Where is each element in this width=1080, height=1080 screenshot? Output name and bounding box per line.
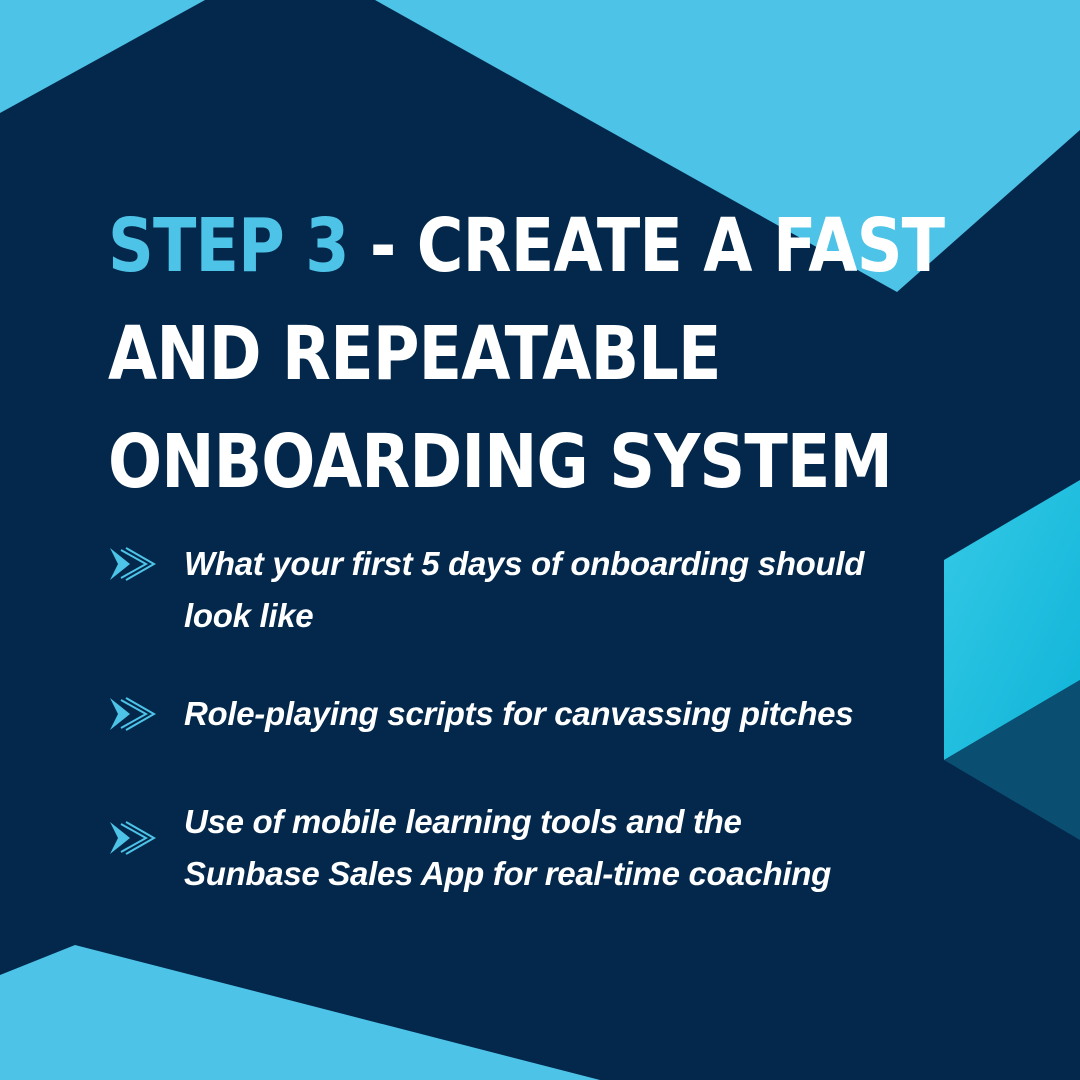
top-right-light-shape (375, 0, 1080, 292)
right-light-shape (944, 480, 1080, 760)
top-left-light-shape (0, 0, 205, 113)
title-line-1: CREATE A FAST (416, 203, 945, 289)
double-chevron-right-icon (110, 821, 157, 855)
list-item-line: Use of mobile learning tools and the (184, 803, 742, 840)
title-line-2: AND REPEATABLE (108, 311, 721, 397)
page-title: STEP 3 - CREATE A FAST AND REPEATABLE ONBO… (108, 192, 945, 516)
list-item-line: Sunbase Sales App for real-time coaching (184, 855, 831, 892)
title-separator: - (348, 203, 417, 289)
list-item-text: What your first 5 days of onboarding sho… (184, 538, 924, 642)
list-item-line: look like (184, 597, 314, 634)
double-chevron-right-icon (110, 697, 157, 731)
list-item-text: Role-playing scripts for canvassing pitc… (184, 688, 924, 740)
title-line-3: ONBOARDING SYSTEM (108, 419, 893, 505)
list-item-line: Role-playing scripts for canvassing pitc… (184, 695, 854, 732)
list-item-line: What your first 5 days of onboarding sho… (184, 545, 865, 582)
step-label: STEP 3 (108, 203, 349, 289)
double-chevron-right-icon (110, 547, 157, 581)
bottom-light-shape (0, 945, 600, 1080)
right-dark-shape (944, 680, 1080, 840)
